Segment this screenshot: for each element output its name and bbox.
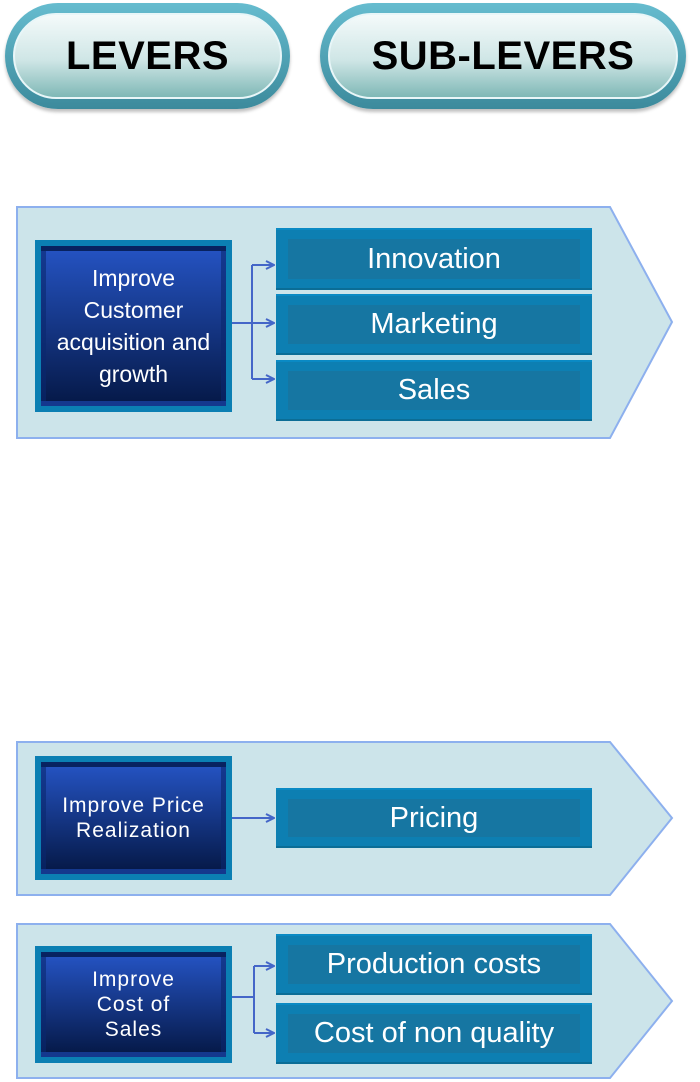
sub-lever-pricing: Pricing <box>276 788 592 848</box>
levers-header: LEVERS <box>5 3 290 109</box>
sub-lever-sales: Sales <box>276 360 592 421</box>
sub-lever-innovation: Innovation <box>276 228 592 290</box>
sub-levers-header: SUB-LEVERS <box>320 3 686 109</box>
sub-lever-label: Marketing <box>370 308 498 340</box>
sub-lever-label: Cost of non quality <box>313 1017 555 1049</box>
sub-lever-production-costs: Production costs <box>276 934 592 995</box>
lever-label: Improve Customer acquisition and growth <box>41 246 226 406</box>
sub-lever-cost-of-non-quality: Cost of non quality <box>276 1003 592 1064</box>
sub-lever-label: Sales <box>397 374 471 406</box>
sub-lever-label: Pricing <box>389 801 479 834</box>
levers-header-label: LEVERS <box>13 13 282 99</box>
lever-label: Improve Price Realization <box>41 762 226 874</box>
lever-customer-acquisition: Improve Customer acquisition and growth <box>35 240 232 412</box>
lever-label: Improve Cost of Sales <box>41 952 226 1057</box>
sub-lever-marketing: Marketing <box>276 294 592 355</box>
lever-cost-of-sales: Improve Cost of Sales <box>35 946 232 1063</box>
sub-lever-label: Innovation <box>367 242 501 275</box>
sub-levers-header-label: SUB-LEVERS <box>328 13 678 99</box>
sub-lever-label: Production costs <box>326 948 542 980</box>
connector-3 <box>232 966 274 1033</box>
lever-price-realization: Improve Price Realization <box>35 756 232 880</box>
